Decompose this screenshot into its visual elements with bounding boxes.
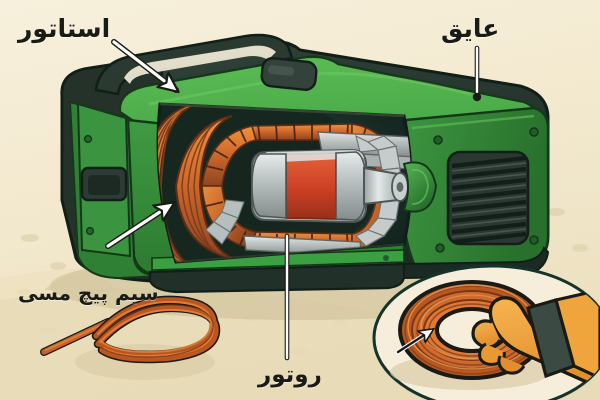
rotor-core: [251, 148, 409, 224]
label-stator: استاتور: [18, 14, 111, 43]
pointer-ayegh: [472, 45, 482, 102]
motor-cutaway-interior: [156, 102, 413, 264]
screw-icon: [433, 135, 443, 145]
screw-icon: [435, 243, 445, 253]
gloved-hand: [471, 287, 600, 391]
cooling-fan: [402, 161, 438, 213]
ventilation-grille: [446, 150, 530, 246]
label-insulation: عایق: [441, 14, 500, 43]
screw-icon: [85, 226, 95, 236]
screw-icon: [383, 255, 389, 261]
pointer-copper: [105, 201, 172, 249]
label-rotor: روتور: [258, 362, 322, 388]
loose-copper-coil: [40, 295, 221, 380]
rotor-shaft: [363, 166, 409, 206]
hand-holding-coil-inset: [372, 264, 600, 400]
label-copper-winding: سیم پیچ مسی: [18, 281, 159, 305]
pointer-inset-coil: [395, 327, 432, 355]
terminal-box: [80, 166, 128, 202]
pointer-stator: [111, 39, 176, 90]
screw-icon: [529, 235, 539, 245]
screw-icon: [529, 127, 539, 137]
top-cap-button: [260, 57, 318, 91]
screw-icon: [83, 134, 93, 144]
